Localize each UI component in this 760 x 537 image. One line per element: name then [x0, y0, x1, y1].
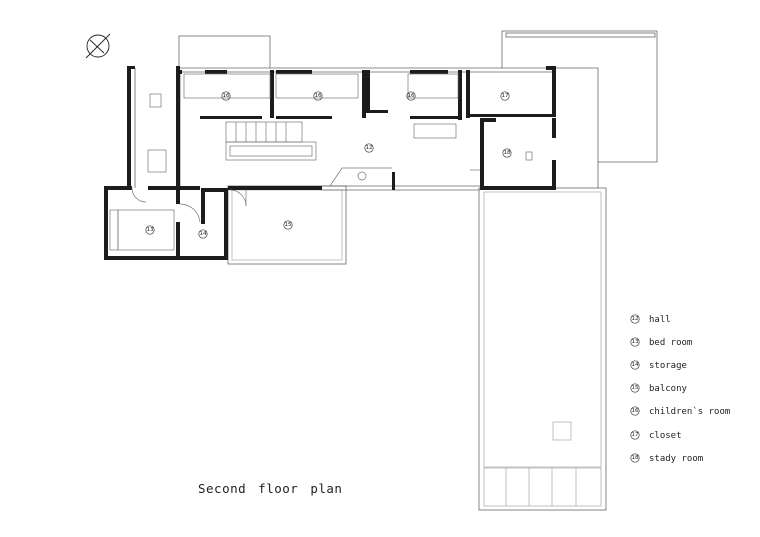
svg-text:children`s room: children`s room: [649, 406, 730, 417]
svg-text:closet: closet: [649, 431, 682, 441]
legend-item: 15 balcony: [630, 383, 688, 394]
svg-text:17: 17: [502, 93, 509, 99]
plan-caption: Second floor plan: [198, 481, 342, 496]
svg-text:16: 16: [315, 93, 322, 99]
plan-label: 14: [198, 229, 208, 239]
svg-text:18: 18: [632, 455, 639, 461]
svg-text:12: 12: [632, 316, 639, 322]
legend-item: 18 stady room: [630, 453, 703, 464]
plan-label: 16: [313, 91, 323, 101]
svg-text:13: 13: [147, 227, 154, 233]
walls: [104, 66, 556, 260]
svg-text:18: 18: [504, 150, 511, 156]
svg-text:bed room: bed room: [649, 338, 692, 348]
furniture: [109, 73, 533, 251]
svg-text:14: 14: [200, 231, 207, 237]
roof-outline: [178, 30, 658, 511]
svg-text:15: 15: [632, 385, 639, 391]
svg-text:16: 16: [408, 93, 415, 99]
svg-text:14: 14: [632, 362, 639, 368]
legend-item: 12 hall: [630, 314, 671, 325]
plan-label: 16: [406, 91, 416, 101]
svg-text:12: 12: [366, 145, 373, 151]
legend-item: 16 children`s room: [630, 406, 730, 417]
wall-outlines: [134, 67, 556, 191]
svg-text:stady room: stady room: [649, 454, 703, 464]
room-legend: 12 hall 13 bed room 14 storage 15 balcony 16…: [630, 314, 730, 464]
plan-label: 13: [145, 225, 155, 235]
plan-label: 12: [364, 143, 374, 153]
svg-text:storage: storage: [649, 361, 687, 371]
plan-label: 17: [500, 91, 510, 101]
plan-label: 15: [283, 220, 293, 230]
svg-text:16: 16: [223, 93, 230, 99]
svg-text:16: 16: [632, 408, 639, 414]
svg-text:17: 17: [632, 432, 639, 438]
compass-north-icon: [85, 33, 111, 59]
svg-text:hall: hall: [649, 315, 671, 325]
svg-text:15: 15: [285, 222, 292, 228]
plan-label: 16: [221, 91, 231, 101]
legend-item: 13 bed room: [630, 337, 692, 348]
svg-text:balcony: balcony: [649, 384, 688, 394]
plan-label: 18: [502, 148, 512, 158]
legend-item: 17 closet: [630, 430, 682, 441]
plan-room-labels: 16 16 16 17 12 18 13 14 15: [145, 91, 512, 239]
svg-text:13: 13: [632, 339, 639, 345]
legend-item: 14 storage: [630, 360, 687, 371]
